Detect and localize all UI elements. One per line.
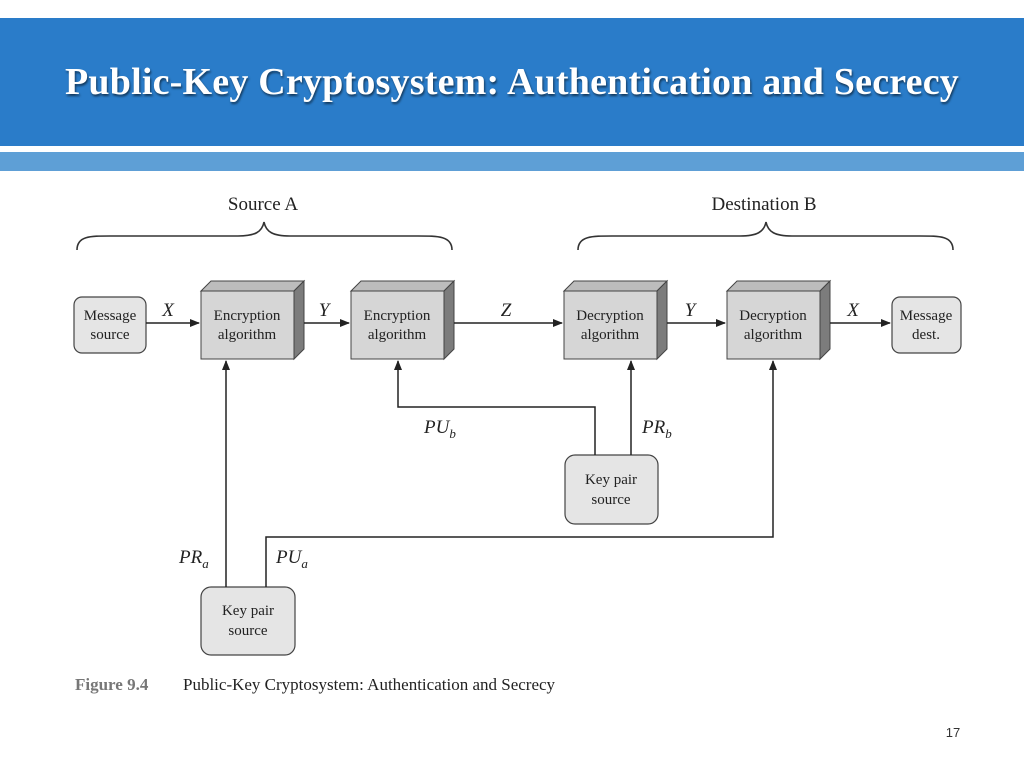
- edge-label-y-out: Y: [685, 300, 698, 321]
- page-number: 17: [945, 725, 961, 740]
- message-source-line2: source: [90, 327, 129, 343]
- message-destination-box: Message dest.: [891, 296, 962, 354]
- encryption-1-line2: algorithm: [218, 327, 277, 343]
- key-pair-source-a-box: Key pair source: [200, 586, 296, 656]
- edge-label-x-in: X: [161, 300, 175, 321]
- key-label-pr-a: PRa: [178, 547, 209, 571]
- decryption-1-line2: algorithm: [581, 327, 640, 343]
- title-divider: [0, 146, 1024, 152]
- slide-title: Public-Key Cryptosystem: Authentication …: [65, 61, 959, 103]
- key-label-pu-b: PUb: [423, 417, 456, 441]
- arrow-pu-a: [265, 360, 777, 587]
- key-pair-a-line2: source: [228, 623, 267, 639]
- brace-source: [76, 221, 453, 251]
- title-bar: Public-Key Cryptosystem: Authentication …: [0, 18, 1024, 146]
- decryption-algorithm-2-box: Decryption algorithm: [725, 279, 832, 361]
- encryption-1-line1: Encryption: [214, 308, 281, 324]
- message-source-line1: Message: [84, 308, 137, 324]
- encryption-2-line1: Encryption: [364, 308, 431, 324]
- key-pair-a-line1: Key pair: [222, 603, 274, 619]
- message-dest-line1: Message: [900, 308, 953, 324]
- key-pair-source-b-box: Key pair source: [564, 454, 659, 525]
- encryption-algorithm-2-box: Encryption algorithm: [349, 279, 456, 361]
- edge-label-y-mid: Y: [319, 300, 332, 321]
- decryption-algorithm-1-box: Decryption algorithm: [562, 279, 669, 361]
- key-label-pr-b: PRb: [641, 417, 672, 441]
- decryption-2-line1: Decryption: [739, 308, 807, 324]
- figure-caption: Public-Key Cryptosystem: Authentication …: [183, 675, 556, 694]
- figure-number: Figure 9.4: [75, 675, 149, 694]
- brace-destination: [577, 221, 954, 251]
- title-accent-band: [0, 152, 1024, 171]
- group-label-destination: Destination B: [711, 194, 816, 215]
- edge-label-x-out: X: [846, 300, 860, 321]
- arrow-pu-b: [394, 360, 596, 455]
- key-pair-b-line2: source: [591, 492, 630, 508]
- message-dest-line2: dest.: [912, 327, 940, 343]
- decryption-1-line1: Decryption: [576, 308, 644, 324]
- decryption-2-line2: algorithm: [744, 327, 803, 343]
- key-pair-b-line1: Key pair: [585, 472, 637, 488]
- message-source-box: Message source: [73, 296, 147, 354]
- key-label-pu-a: PUa: [275, 547, 308, 571]
- encryption-2-line2: algorithm: [368, 327, 427, 343]
- group-label-source: Source A: [228, 194, 298, 215]
- edge-label-z: Z: [501, 300, 512, 321]
- encryption-algorithm-1-box: Encryption algorithm: [199, 279, 306, 361]
